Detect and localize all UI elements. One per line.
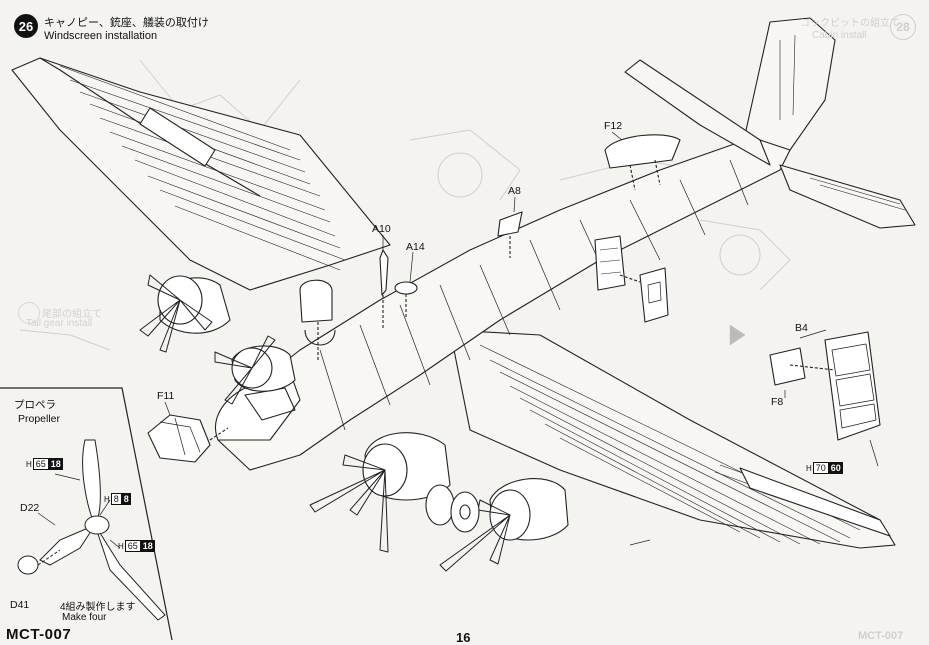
part-label-a8: A8 [508,185,521,197]
inset-title-en: Propeller [18,413,61,425]
part-label-f12: F12 [604,120,623,132]
vertical-tail [744,17,836,151]
window-f8 [769,347,806,386]
step-title-jp: キャノピー、銃座、艤装の取付け [44,17,209,29]
footer-product-code: MCT-007 [6,626,72,643]
part-label-f11: F11 [157,390,175,402]
paint-code-prop-blade-2: H 65 18 [118,540,155,552]
dorsal-turret [299,279,336,360]
frame-b4 [824,331,881,441]
part-label-d22: D22 [20,502,40,514]
landing-gear [425,484,480,533]
canopy-f11 [147,414,211,463]
part-label-f8: F8 [771,396,784,408]
part-label-a14: A14 [406,241,425,253]
side-hatch [639,267,669,323]
direction-arrow [729,324,746,346]
left-wing [11,57,391,291]
canopy-f12 [604,134,681,169]
paint-code-prop-hub: H 8 8 [104,493,131,505]
ghost-step-title-en: Cabin install [812,30,867,41]
inset-note-en: Make four [62,612,107,623]
window-a14 [394,281,418,295]
footer-ghost-code: MCT-007 [858,630,904,642]
ghost-background-drawings [19,59,791,351]
ghost-tail-en: Tail gear install [26,318,93,329]
antenna-a10 [379,249,389,296]
ghost-step-badge: 28 [890,14,916,40]
paint-code-window: H 70 60 [806,462,843,474]
part-label-b4: B4 [795,322,808,334]
left-stabilizer [624,59,771,166]
window-a8 [497,211,523,237]
fuselage [217,134,791,471]
step-number-badge: 26 [14,14,38,38]
right-stabilizer [779,164,916,229]
footer-page-number: 16 [456,630,471,645]
ghost-step-title-jp: コックピットの組立て [800,18,900,29]
propellers [139,274,511,572]
part-label-a10: A10 [372,223,391,235]
paint-code-prop-blade: H 65 18 [26,458,63,470]
ghost-tail-badge [18,302,40,324]
ghost-tail-jp: 尾部の組立て [42,309,102,320]
part-label-d41: D41 [10,599,30,611]
step-title-en: Windscreen installation [44,30,158,42]
inset-title-jp: プロペラ [14,399,56,411]
inset-note-jp: 4組み製作します [60,602,136,613]
propeller-inset [0,387,173,641]
